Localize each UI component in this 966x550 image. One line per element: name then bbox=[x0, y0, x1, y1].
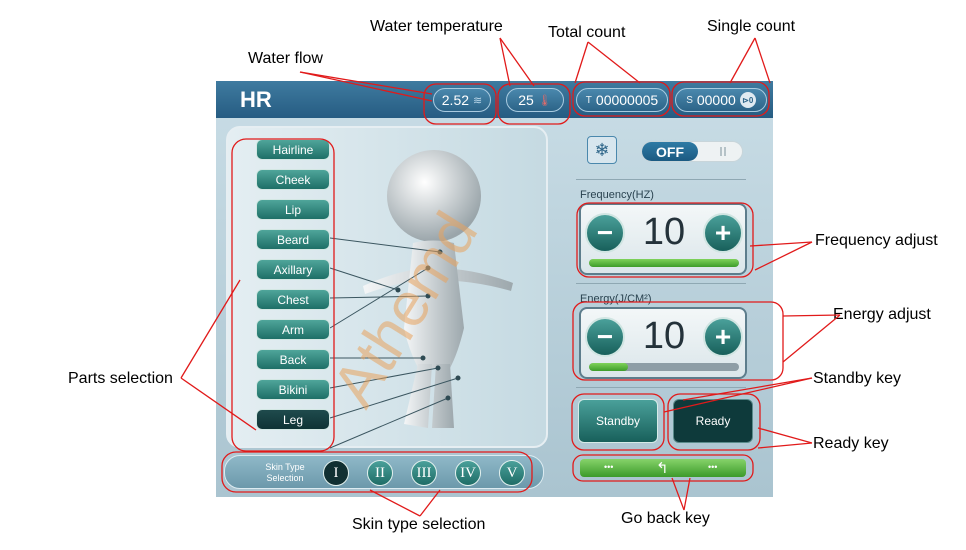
total-prefix: T bbox=[585, 94, 592, 106]
part-button-leg[interactable]: Leg bbox=[256, 409, 330, 430]
water-temperature-display: 25 🌡 bbox=[506, 88, 564, 112]
figure-torso bbox=[404, 240, 464, 368]
callout-single-count: Single count bbox=[707, 18, 796, 35]
standby-button[interactable]: Standby bbox=[578, 399, 658, 443]
energy-label: Energy(J/CM²) bbox=[580, 293, 652, 305]
callout-skin-type-selection: Skin type selection bbox=[352, 516, 486, 533]
callout-go-back-key: Go back key bbox=[621, 510, 710, 527]
part-button-bikini[interactable]: Bikini bbox=[256, 379, 330, 400]
skin-type-button-i[interactable]: I bbox=[323, 460, 349, 486]
ready-button[interactable]: Ready bbox=[673, 399, 753, 443]
callout-frequency-adjust: Frequency adjust bbox=[815, 232, 938, 249]
figure-head bbox=[387, 150, 481, 242]
back-arrow-icon: ↰ bbox=[656, 460, 669, 477]
frequency-level-fill bbox=[589, 259, 739, 267]
thermometer-icon: 🌡 bbox=[537, 94, 552, 107]
device-screen: HR 2.52 ≋ 25 🌡 T 00000005 S 00000 ⊳0 bbox=[216, 81, 773, 497]
frequency-minus-button[interactable]: − bbox=[585, 213, 625, 253]
energy-value: 10 bbox=[642, 315, 686, 357]
callout-standby-key: Standby key bbox=[813, 370, 902, 387]
energy-adjuster: − 10 + bbox=[579, 307, 747, 379]
energy-minus-button[interactable]: − bbox=[585, 317, 625, 357]
divider bbox=[576, 283, 746, 284]
frequency-label: Frequency(HZ) bbox=[580, 189, 654, 201]
divider bbox=[576, 387, 746, 388]
toggle-state-label: OFF bbox=[642, 142, 698, 161]
part-button-arm[interactable]: Arm bbox=[256, 319, 330, 340]
energy-plus-button[interactable]: + bbox=[703, 317, 743, 357]
reset-count-icon[interactable]: ⊳0 bbox=[739, 92, 756, 108]
total-count-display: T 00000005 bbox=[576, 88, 668, 112]
water-wave-icon: ≋ bbox=[473, 94, 483, 107]
callout-energy-adjust: Energy adjust bbox=[833, 306, 931, 323]
skin-type-button-iv[interactable]: IV bbox=[455, 460, 481, 486]
top-status-bar: HR 2.52 ≋ 25 🌡 T 00000005 S 00000 ⊳0 bbox=[216, 81, 773, 118]
water-temperature-value: 25 bbox=[518, 92, 534, 108]
toggle-knob-icon bbox=[720, 147, 726, 156]
single-prefix: S bbox=[686, 94, 693, 106]
energy-level-bar bbox=[589, 363, 739, 371]
cooling-toggle[interactable]: OFF bbox=[641, 141, 743, 162]
skin-type-label-line2: Selection bbox=[266, 473, 304, 483]
divider bbox=[576, 179, 746, 180]
figure-legs bbox=[404, 364, 454, 428]
part-button-hairline[interactable]: Hairline bbox=[256, 139, 330, 160]
frequency-adjuster: − 10 + bbox=[579, 203, 747, 275]
back-dots-right: ••• bbox=[708, 462, 718, 472]
frequency-value: 10 bbox=[642, 211, 686, 253]
part-button-axillary[interactable]: Axillary bbox=[256, 259, 330, 280]
frequency-level-bar bbox=[589, 259, 739, 267]
callout-water-temperature: Water temperature bbox=[370, 18, 503, 35]
back-dots-left: ••• bbox=[604, 462, 614, 472]
part-button-chest[interactable]: Chest bbox=[256, 289, 330, 310]
water-flow-display: 2.52 ≋ bbox=[433, 88, 491, 112]
skin-type-button-ii[interactable]: II bbox=[367, 460, 393, 486]
single-count-display: S 00000 ⊳0 bbox=[675, 88, 767, 112]
frequency-plus-button[interactable]: + bbox=[703, 213, 743, 253]
skin-type-label-line1: Skin Type bbox=[265, 462, 305, 472]
single-count-value: 00000 bbox=[696, 92, 736, 108]
water-flow-value: 2.52 bbox=[441, 92, 470, 108]
snowflake-icon[interactable]: ❄ bbox=[587, 136, 617, 164]
part-button-beard[interactable]: Beard bbox=[256, 229, 330, 250]
part-button-back[interactable]: Back bbox=[256, 349, 330, 370]
part-button-lip[interactable]: Lip bbox=[256, 199, 330, 220]
figure-arms bbox=[363, 268, 513, 294]
callout-ready-key: Ready key bbox=[813, 435, 889, 452]
part-button-cheek[interactable]: Cheek bbox=[256, 169, 330, 190]
skin-type-button-v[interactable]: V bbox=[499, 460, 525, 486]
callout-total-count: Total count bbox=[548, 24, 626, 41]
app-title: HR bbox=[240, 87, 272, 112]
body-figure bbox=[329, 150, 513, 449]
energy-level-fill bbox=[589, 363, 628, 371]
callout-parts-selection: Parts selection bbox=[68, 370, 173, 387]
skin-type-button-iii[interactable]: III bbox=[411, 460, 437, 486]
skin-type-label: Skin Type Selection bbox=[255, 462, 315, 484]
callout-water-flow: Water flow bbox=[248, 50, 323, 67]
go-back-button[interactable]: ••• ↰ ••• bbox=[580, 459, 746, 477]
total-count-value: 00000005 bbox=[595, 92, 659, 108]
